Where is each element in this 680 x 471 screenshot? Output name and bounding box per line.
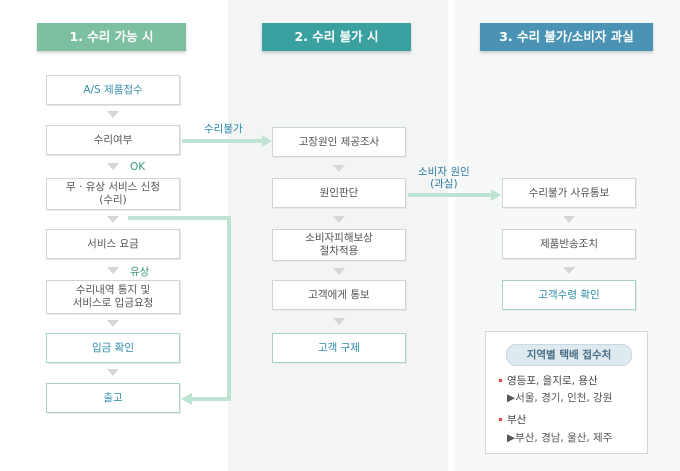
panel-region-2: 부산 bbox=[507, 414, 527, 426]
arrow-down bbox=[333, 216, 345, 223]
bullet-icon bbox=[499, 418, 502, 421]
arrow-down bbox=[333, 268, 345, 275]
step-customer-relief: 고객 구제 bbox=[272, 333, 406, 363]
step-repair-check: 수리여부 bbox=[46, 125, 180, 155]
header-consumer-fault: 3. 수리 불가/소비자 과실 bbox=[480, 23, 653, 51]
step-service-fee: 서비스 요금 bbox=[46, 229, 180, 259]
bullet-icon bbox=[499, 379, 502, 382]
arrow-left-head bbox=[181, 393, 192, 405]
step-cause-investigation: 고장원인 제공조사 bbox=[272, 127, 406, 157]
step-product-return: 제품반송조치 bbox=[502, 229, 636, 259]
step-notify-unrepairable: 수리불가 사유통보 bbox=[502, 178, 636, 208]
arrow-down bbox=[107, 320, 119, 327]
courier-panel: 지역별 택배 접수처 영등포, 을지로, 용산 ▶서울, 경기, 인천, 강원 … bbox=[485, 331, 648, 454]
panel-areas-1: ▶서울, 경기, 인천, 강원 bbox=[507, 392, 613, 404]
arrow-down bbox=[107, 163, 119, 170]
arrow-down bbox=[107, 216, 119, 223]
arrow-down bbox=[107, 111, 119, 118]
header-repair-possible: 1. 수리 가능 시 bbox=[37, 23, 186, 51]
arrow-down bbox=[107, 267, 119, 274]
arrow-down bbox=[107, 369, 119, 376]
step-notify-customer: 고객에게 통보 bbox=[272, 280, 406, 310]
step-payment-confirm: 입금 확인 bbox=[46, 333, 180, 363]
label-ok: OK bbox=[130, 161, 146, 173]
panel-title: 지역별 택배 접수처 bbox=[506, 344, 632, 366]
panel-areas-2: ▶부산, 경남, 울산, 제주 bbox=[507, 432, 613, 444]
connector-line bbox=[227, 216, 231, 401]
step-service-request: 무 · 유상 서비스 신청 (수리) bbox=[46, 178, 180, 210]
label-paid: 유상 bbox=[130, 266, 150, 278]
panel-region-1: 영등포, 을지로, 용산 bbox=[507, 375, 598, 387]
arrow-down bbox=[333, 318, 345, 325]
step-shipping: 출고 bbox=[46, 383, 180, 413]
arrow-line bbox=[408, 193, 492, 197]
label-consumer-fault: 소비자 원인 (과실) bbox=[418, 166, 470, 190]
arrow-head-right bbox=[262, 135, 272, 147]
connector-line bbox=[192, 397, 231, 401]
step-payment-request: 수리내역 통지 및 서비스로 입금요청 bbox=[46, 280, 180, 314]
arrow-head-right bbox=[491, 189, 501, 201]
label-repair-impossible: 수리불가 bbox=[204, 123, 243, 135]
step-as-receipt: A/S 제품접수 bbox=[46, 75, 180, 105]
arrow-down bbox=[563, 216, 575, 223]
arrow-down bbox=[333, 165, 345, 172]
step-cause-judgement: 원인판단 bbox=[272, 178, 406, 208]
arrow-line bbox=[182, 139, 262, 143]
connector-line bbox=[128, 216, 231, 220]
step-receipt-confirm: 고객수령 확인 bbox=[502, 280, 636, 310]
arrow-down bbox=[563, 267, 575, 274]
step-consumer-compensation: 소비자피해보상 절차적용 bbox=[272, 229, 406, 261]
header-repair-impossible: 2. 수리 불가 시 bbox=[262, 23, 411, 51]
